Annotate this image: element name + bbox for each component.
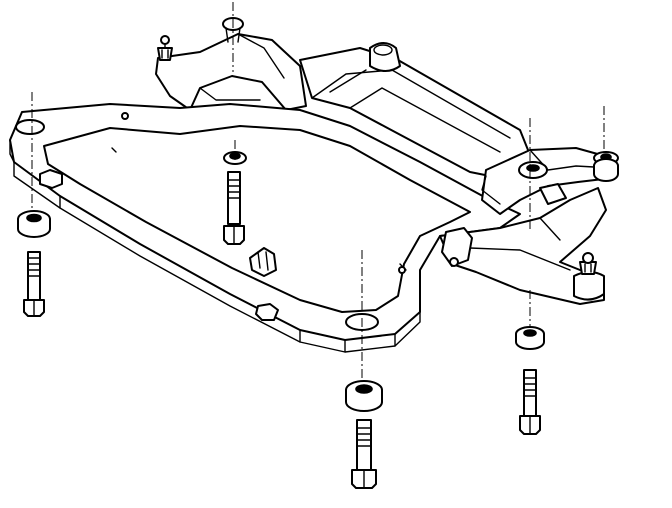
right-ball-joint (579, 252, 597, 275)
mount-bolt-left (17, 210, 51, 317)
left-ball-joint (157, 35, 173, 61)
bolt-centerlines (31, 2, 605, 382)
center-bracket (249, 247, 277, 277)
left-control-arm (155, 17, 307, 111)
right-control-arm (439, 187, 607, 305)
mount-bolt-center-front (345, 380, 383, 489)
right-rear-mount-bracket (481, 147, 619, 215)
rear-cross-beam (299, 42, 533, 179)
mount-bolt-right-front (515, 326, 545, 435)
mount-bolt-center-left (223, 171, 245, 245)
crossmember-frame (9, 103, 521, 353)
